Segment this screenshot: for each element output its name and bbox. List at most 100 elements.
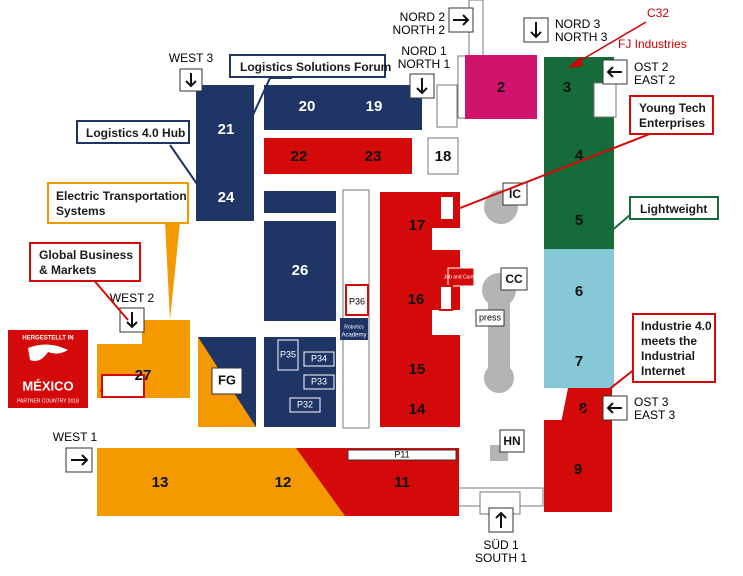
hall-13-label: 13: [152, 474, 169, 491]
pavilion-p34[interactable]: [303, 351, 335, 367]
entrance-ost3-line1: OST 3: [634, 395, 669, 409]
hall-2[interactable]: [465, 55, 537, 119]
hall-16[interactable]: [380, 250, 460, 335]
hall-16-label: 16: [408, 291, 425, 308]
hall-17-booth[interactable]: [439, 195, 455, 221]
hall-18[interactable]: [427, 137, 459, 175]
fg-label: FG: [218, 372, 236, 387]
ic-label: IC: [509, 187, 521, 201]
callout-industrie-line4: Internet: [641, 364, 685, 378]
hall-5[interactable]: [544, 191, 614, 249]
hall-16-booth[interactable]: [439, 285, 453, 311]
pavilion-p32-label: P32: [297, 399, 313, 409]
hall-22[interactable]: [264, 138, 336, 174]
academy-line2: Academy: [341, 333, 366, 339]
arrow-left-icon: [606, 402, 622, 414]
callout-logistics-hub: Logistics 4.0 Hub: [76, 120, 190, 144]
hall-4-label: 4: [575, 147, 584, 164]
entrance-sued1[interactable]: [488, 507, 514, 533]
hall-14[interactable]: [380, 395, 460, 427]
arrow-left-icon: [606, 66, 622, 78]
hall-6[interactable]: [544, 249, 614, 335]
hall-20[interactable]: [264, 85, 354, 130]
callout-industrie: Industrie 4.0 meets the Industrial Inter…: [632, 313, 716, 383]
hall-27-booth[interactable]: [101, 374, 145, 398]
hall-13[interactable]: [97, 448, 221, 516]
entrance-ost3[interactable]: [602, 395, 628, 421]
hall-6-label: 6: [575, 283, 583, 300]
entrance-west3-label: WEST 3: [169, 51, 214, 65]
annotation-arrowhead: [568, 57, 583, 68]
callout-lightweight-text: Lightweight: [640, 202, 707, 216]
hall-12-red: [296, 448, 345, 516]
pavilion-p32[interactable]: [289, 397, 321, 413]
entrance-ost2-line1: OST 2: [634, 60, 669, 74]
hall-23-label: 23: [365, 148, 382, 165]
hall-18-label: 18: [435, 148, 452, 165]
cc-label: CC: [505, 272, 523, 286]
hall-21[interactable]: [196, 85, 254, 175]
entrance-west3[interactable]: [179, 68, 203, 92]
hall-7[interactable]: [544, 335, 614, 388]
entrance-ost2[interactable]: [602, 59, 628, 85]
pavilion-p11[interactable]: [347, 449, 457, 461]
electric-pointer: [165, 222, 180, 320]
hall-3-annex: [593, 82, 617, 118]
entrance-sued1-line2: SOUTH 1: [475, 551, 527, 565]
pavilion-p35[interactable]: [277, 339, 299, 371]
entrance-nord1-line1: NORD 1: [401, 44, 447, 58]
hall-26-label: 26: [292, 262, 309, 279]
arrow-right-icon: [71, 454, 89, 466]
arrow-down-icon: [416, 78, 428, 95]
entrance-nord3[interactable]: [523, 17, 549, 43]
callout-logistics-forum: Logistics Solutions Forum: [229, 54, 391, 78]
callout-logistics-forum-text: Logistics Solutions Forum: [240, 60, 391, 74]
hn-box[interactable]: [499, 429, 525, 453]
press-box[interactable]: [475, 309, 505, 327]
pavilion-p33-label: P33: [311, 376, 327, 386]
entrance-west1-label: WEST 1: [53, 430, 98, 444]
partner-country-logo: HERGESTELLT IN MÉXICO PARTNER COUNTRY 20…: [8, 330, 88, 408]
hall-19-label: 19: [366, 98, 383, 115]
hall-23[interactable]: [336, 138, 412, 174]
hall-15[interactable]: [380, 335, 460, 395]
hall-7-label: 7: [575, 353, 583, 370]
hall-12-label: 12: [275, 474, 292, 491]
entrance-sued1-line1: SÜD 1: [483, 538, 519, 552]
entrance-west2[interactable]: [119, 307, 145, 333]
press-label: press: [479, 312, 502, 322]
pavilion-p36-label: P36: [349, 296, 365, 306]
hall-24-label: 24: [218, 189, 235, 206]
academy-line1: Robotics: [344, 324, 364, 330]
entrance-nord1[interactable]: [409, 73, 435, 99]
pavilion-p33[interactable]: [303, 374, 335, 390]
entrance-nord2-line2: NORTH 2: [393, 23, 446, 37]
callout-electric-line1: Electric Transportation: [56, 189, 187, 203]
callout-industrie-line1: Industrie 4.0: [641, 319, 712, 333]
pavilion-p11-label: P11: [394, 449, 409, 459]
arrow-up-icon: [495, 511, 507, 528]
callout-lightweight: Lightweight: [629, 196, 719, 220]
arrow-right-icon: [453, 14, 470, 26]
annotation-booth: C32: [647, 6, 669, 20]
entrance-west1[interactable]: [65, 447, 93, 473]
hall-25[interactable]: [264, 191, 336, 213]
hall-3-label: 3: [563, 79, 571, 96]
hall-4[interactable]: [544, 119, 614, 191]
pavilion-p34-label: P34: [311, 353, 327, 363]
hall-11-label: 11: [394, 474, 410, 491]
entrance-nord1-line2: NORTH 1: [398, 57, 451, 71]
callout-global-line1: Global Business: [39, 248, 133, 262]
cc-label-box[interactable]: [500, 267, 528, 291]
hall-20-label: 20: [299, 98, 316, 115]
pavilion-p35-label: P35: [280, 349, 296, 359]
hall-2-label: 2: [497, 79, 505, 96]
hall-26[interactable]: [264, 221, 336, 321]
callout-electric-line2: Systems: [56, 204, 106, 218]
entrance-nord2[interactable]: [448, 7, 474, 33]
hall-9[interactable]: [544, 420, 612, 512]
arrow-down-icon: [126, 312, 138, 329]
hn-label: HN: [503, 434, 520, 448]
pavilion-p36[interactable]: [345, 284, 369, 316]
callout-young-tech-line2: Enterprises: [639, 116, 705, 130]
